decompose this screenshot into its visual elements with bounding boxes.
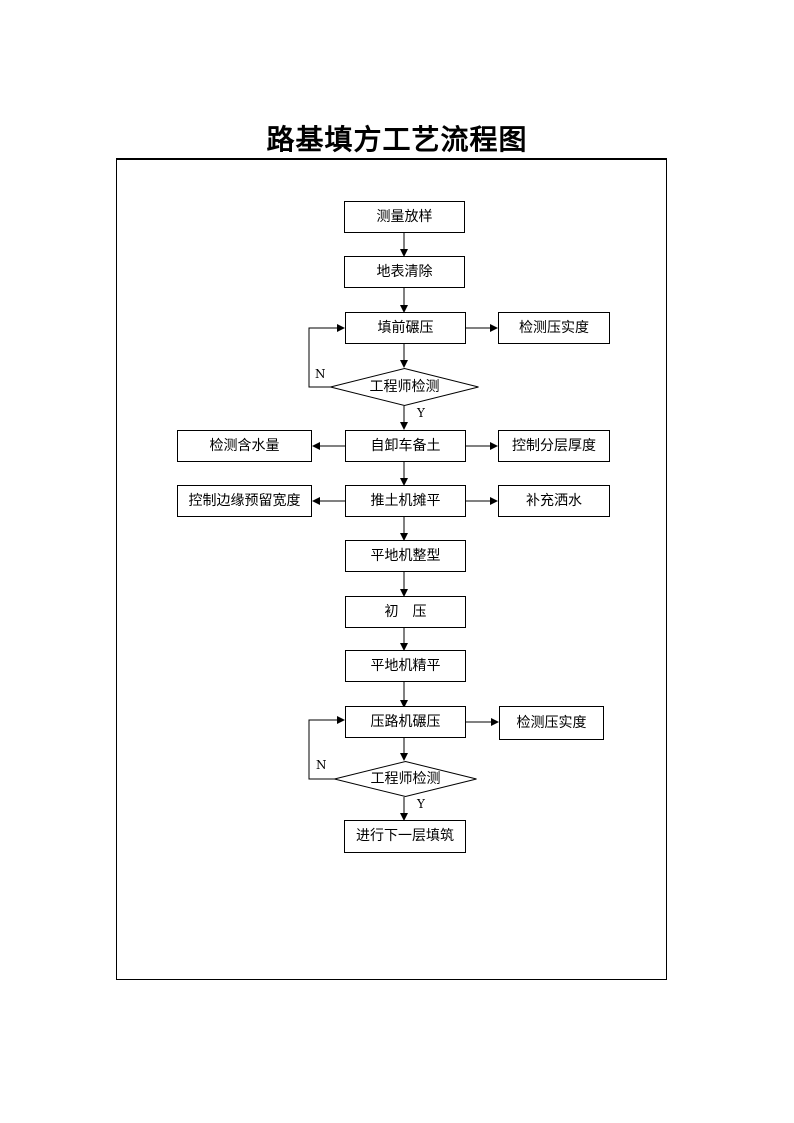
box-next-layer: [344, 820, 466, 853]
box-control-layer: [498, 430, 610, 462]
node-shapes: [177, 201, 610, 853]
box-roller: [345, 706, 466, 738]
label-no-1: N: [315, 367, 326, 381]
page-title: 路基填方工艺流程图: [266, 123, 528, 156]
node-check-water: 检测含水量: [210, 438, 280, 454]
box-clear: [344, 256, 465, 288]
node-control-layer: 控制分层厚度: [512, 438, 596, 454]
diamond-inspect-1: [330, 367, 479, 407]
node-clear: 地表清除: [377, 264, 433, 280]
box-edge-reserve: [177, 485, 312, 517]
arrow-inspect1-no: [308, 324, 345, 388]
arrow-inspect2-no: [308, 716, 345, 780]
diagram-frame: [116, 158, 667, 980]
connectors: [308, 232, 499, 821]
box-check-compact-2: [499, 706, 604, 740]
box-add-water: [498, 485, 610, 517]
label-yes-1: Y: [416, 406, 426, 420]
box-grade-fine: [345, 650, 466, 682]
label-yes-2: Y: [416, 797, 426, 811]
box-pre-roll: [345, 312, 466, 344]
diamond-inspect-2: [334, 760, 477, 798]
node-pre-roll: 填前碾压: [378, 319, 434, 336]
label-no-2: N: [316, 758, 327, 772]
box-unload: [345, 430, 466, 462]
box-grade-shape: [345, 540, 466, 572]
node-unload: 自卸车备土: [371, 437, 441, 454]
node-edge-reserve: 控制边缘预留宽度: [189, 492, 301, 509]
node-survey: 测量放样: [377, 209, 433, 225]
node-next-layer: 进行下一层填筑: [356, 828, 454, 844]
box-check-compact-1: [498, 312, 610, 344]
node-inspect-1: 工程师检测: [370, 379, 440, 395]
node-grade-shape: 平地机整型: [371, 548, 441, 564]
box-initial-press: [345, 596, 466, 628]
node-bulldoze: 推土机摊平: [371, 493, 441, 509]
box-survey: [344, 201, 465, 233]
box-check-water: [177, 430, 312, 462]
node-check-compact-2: 检测压实度: [517, 715, 587, 731]
node-add-water: 补充洒水: [526, 493, 582, 509]
node-inspect-2: 工程师检测: [371, 771, 441, 787]
node-check-compact-1: 检测压实度: [519, 320, 589, 336]
box-bulldoze: [345, 485, 466, 517]
node-roller: 压路机碾压: [371, 714, 441, 730]
node-grade-fine: 平地机精平: [371, 658, 441, 674]
node-initial-press: 初 压: [385, 603, 427, 620]
